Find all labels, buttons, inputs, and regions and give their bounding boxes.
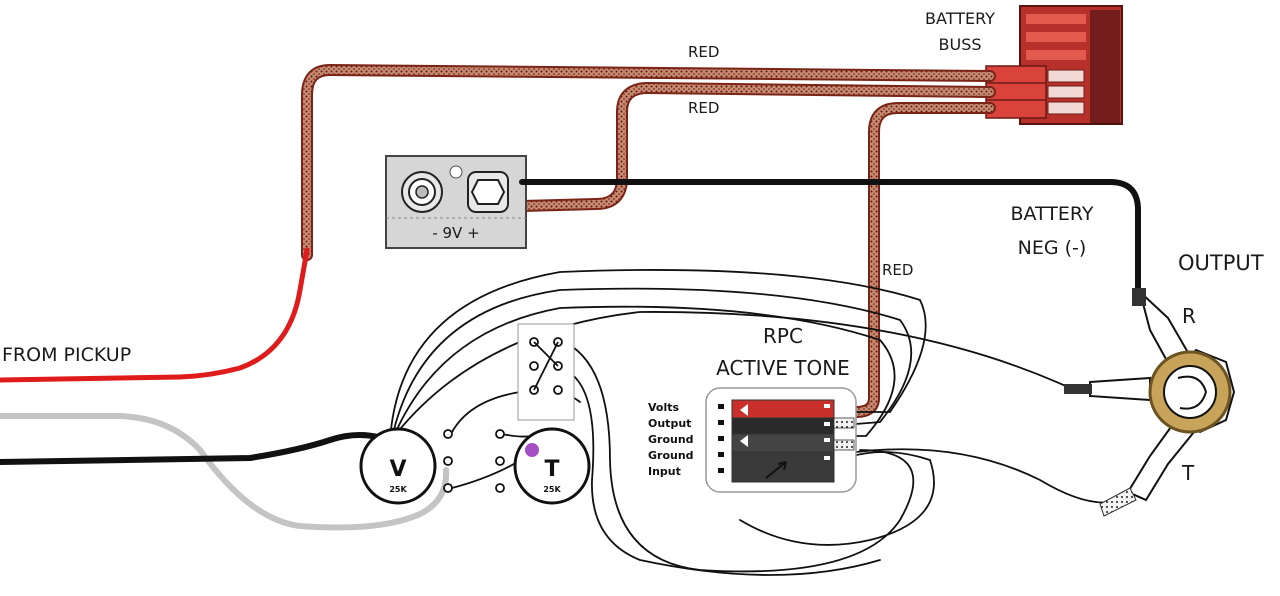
rpc-module	[705, 387, 857, 493]
output-label: OUTPUT	[1178, 251, 1264, 275]
tone-pot-letter: T	[544, 457, 559, 482]
rpc-pin-volts: Volts	[648, 401, 679, 414]
from-pickup-label: FROM PICKUP	[2, 344, 131, 366]
red-wire-label-1: RED	[688, 43, 719, 61]
battery-label: - 9V +	[432, 224, 479, 242]
rpc-label-line1: RPC	[763, 324, 803, 348]
pot-lugs	[443, 429, 505, 493]
battery-negative-wire	[519, 179, 1141, 293]
jack-sleeve-lug	[1089, 376, 1151, 402]
red-wire-label-3: RED	[882, 261, 913, 279]
rpc-label-line2: ACTIVE TONE	[716, 356, 850, 380]
tone-pot-value: 25K	[543, 485, 561, 494]
volume-pot-letter: V	[389, 457, 406, 482]
output-jack	[1064, 288, 1236, 517]
pickup-gray-wire	[0, 413, 450, 531]
pickup-wires	[0, 247, 450, 531]
red-wire-label-2: RED	[688, 99, 719, 117]
volume-pot-value: 25K	[389, 485, 407, 494]
pickup-red-wire	[0, 247, 310, 383]
battery-buss	[985, 5, 1123, 125]
rpc-pin-ground-2: Ground	[648, 449, 694, 462]
pickup-black-wire	[0, 432, 391, 465]
rpc-pin-output: Output	[648, 417, 691, 430]
red-wire-3	[829, 102, 996, 418]
battery-neg-label-line2: NEG (-)	[1018, 237, 1087, 259]
tone-pot-marker	[525, 443, 539, 457]
mini-switch	[517, 323, 575, 421]
output-ring-label: R	[1182, 304, 1196, 328]
tone-pot: T 25K	[513, 427, 591, 505]
rpc-pin-ground-1: Ground	[648, 433, 694, 446]
battery-buss-label-line1: BATTERY	[925, 9, 995, 28]
battery-neg-label-line1: BATTERY	[1010, 203, 1093, 225]
rpc-pin-labels: Volts Output Ground Ground Input	[648, 401, 694, 478]
volume-pot: V 25K	[359, 427, 437, 505]
battery-9v: - 9V +	[385, 155, 527, 249]
output-tip-label: T	[1181, 461, 1195, 485]
rpc-pin-input: Input	[648, 465, 681, 478]
battery-buss-label-line2: BUSS	[939, 35, 982, 54]
